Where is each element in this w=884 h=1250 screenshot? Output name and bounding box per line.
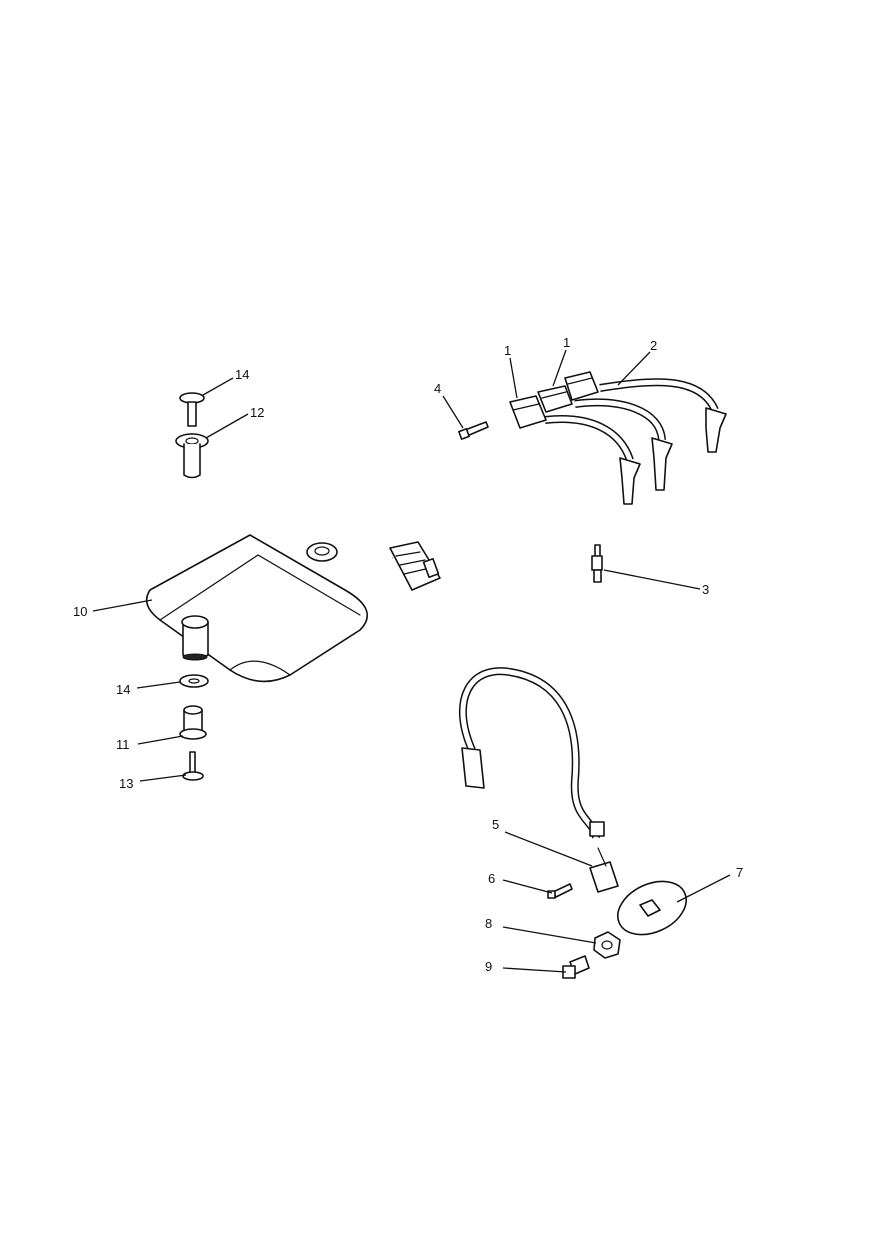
leader-lines [92, 349, 731, 973]
callout-4: 4 [434, 381, 441, 396]
callout-8: 8 [485, 916, 492, 931]
callout-1b: 1 [563, 335, 570, 350]
callout-11: 11 [116, 737, 130, 752]
callout-12: 12 [250, 405, 264, 420]
pickup-assembly [459, 667, 687, 936]
pickup-screw [547, 883, 573, 899]
ignition-control-module [145, 473, 441, 683]
callout-5: 5 [492, 817, 499, 832]
callout-10: 10 [73, 604, 87, 619]
spacer-sleeve [175, 433, 209, 479]
callout-6: 6 [488, 871, 495, 886]
callout-3: 3 [702, 582, 709, 597]
grommet-top [179, 392, 205, 427]
module-bolt [182, 751, 204, 781]
nut [593, 931, 621, 959]
coil-screw [458, 421, 489, 440]
rotor-bolt [562, 955, 590, 979]
callout-labels: 1 1 2 3 4 5 6 7 8 9 10 11 12 13 14 14 [73, 335, 743, 974]
bush [179, 705, 207, 740]
spark-plug [591, 544, 603, 583]
callout-9: 9 [485, 959, 492, 974]
ignition-coils [509, 371, 727, 505]
callout-13: 13 [119, 776, 133, 791]
callout-14b: 14 [116, 682, 130, 697]
washer [179, 674, 209, 688]
callout-1a: 1 [504, 343, 511, 358]
callout-7: 7 [736, 865, 743, 880]
module-connector [389, 541, 441, 591]
callout-14a: 14 [235, 367, 249, 382]
callout-2: 2 [650, 338, 657, 353]
